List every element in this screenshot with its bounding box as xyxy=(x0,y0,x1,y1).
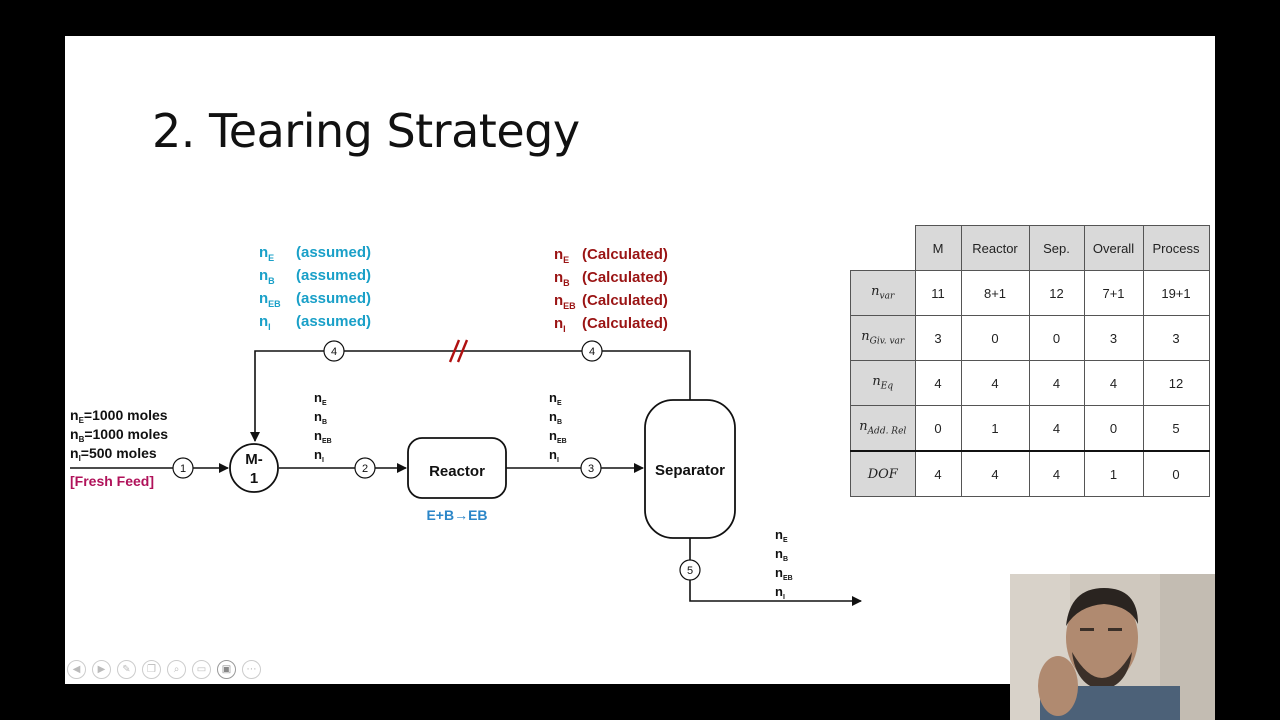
svg-text:nEB: nEB xyxy=(259,290,281,309)
dof-table: M Reactor Sep. Overall Process nvar 11 8… xyxy=(850,225,1210,497)
calculated-values-block: nE (Calculated) nB (Calculated) nEB (Cal… xyxy=(554,246,668,334)
slide: 2. Tearing Strategy M- 1 Reactor E+B→EB … xyxy=(65,36,1215,684)
separator-label: Separator xyxy=(655,462,725,479)
svg-text:4: 4 xyxy=(589,346,595,358)
webcam-overlay xyxy=(1010,574,1215,720)
col-sep: Sep. xyxy=(1028,225,1085,271)
svg-text:nEB: nEB xyxy=(549,428,567,445)
stream-3-components: nE nB nEB nI xyxy=(549,390,567,464)
presenter-video xyxy=(1010,574,1215,720)
row-label-dof: DOF xyxy=(850,450,916,497)
svg-text:nB: nB xyxy=(554,269,570,288)
col-process: Process xyxy=(1142,225,1210,271)
svg-text:nE=1000 moles: nE=1000 moles xyxy=(70,407,168,425)
more-icon[interactable]: ⋯ xyxy=(242,660,261,679)
reactor-unit xyxy=(407,437,507,499)
svg-text:nB: nB xyxy=(549,409,562,426)
forward-icon[interactable]: ▶ xyxy=(92,660,111,679)
svg-text:(assumed): (assumed) xyxy=(296,313,371,330)
svg-text:(Calculated): (Calculated) xyxy=(582,292,668,309)
stream-badge-2: 2 xyxy=(354,457,376,479)
reactor-label: Reactor xyxy=(429,463,485,480)
svg-text:nE: nE xyxy=(549,390,562,407)
stream-badge-3: 3 xyxy=(580,457,602,479)
tear-mark-icon xyxy=(448,339,469,363)
svg-text:nEB: nEB xyxy=(554,292,576,311)
copy-icon[interactable]: ❐ xyxy=(142,660,161,679)
svg-text:(Calculated): (Calculated) xyxy=(582,315,668,332)
subtitles-icon[interactable]: ▭ xyxy=(192,660,211,679)
fresh-feed-spec: nE=1000 moles nB=1000 moles nI=500 moles… xyxy=(70,407,168,489)
table-row: nEq 4 4 4 4 12 xyxy=(850,360,1210,406)
pen-icon[interactable]: ✎ xyxy=(117,660,136,679)
stream-5-line xyxy=(689,538,862,606)
svg-text:nB: nB xyxy=(259,267,275,286)
zoom-icon[interactable]: ⌕ xyxy=(167,660,186,679)
svg-text:nI: nI xyxy=(554,315,566,334)
svg-text:nE: nE xyxy=(314,390,327,407)
stream-2-components: nE nB nEB nI xyxy=(314,390,332,464)
svg-text:nE: nE xyxy=(554,246,569,265)
fresh-feed-label: [Fresh Feed] xyxy=(70,473,154,489)
svg-text:2: 2 xyxy=(362,463,368,475)
row-label-n-add-rel: nAdd. Rel xyxy=(850,405,916,452)
mixer-label-line2: 1 xyxy=(250,470,258,487)
row-label-n-giv-var: nGiv. var xyxy=(850,315,916,361)
stream-badge-4-assumed: 4 xyxy=(323,340,345,362)
svg-text:(Calculated): (Calculated) xyxy=(582,246,668,263)
svg-text:1: 1 xyxy=(180,463,186,475)
slideshow-toolbar: ◀ ▶ ✎ ❐ ⌕ ▭ ▣ ⋯ xyxy=(67,660,261,679)
row-label-n-eq: nEq xyxy=(850,360,916,406)
svg-text:nI: nI xyxy=(259,313,271,332)
stream-badge-4-calculated: 4 xyxy=(581,340,603,362)
svg-text:(assumed): (assumed) xyxy=(296,267,371,284)
svg-text:(assumed): (assumed) xyxy=(296,290,371,307)
slide-title: 2. Tearing Strategy xyxy=(152,104,580,158)
table-row: nvar 11 8+1 12 7+1 19+1 xyxy=(850,270,1210,316)
svg-text:nE: nE xyxy=(259,244,274,263)
col-overall: Overall xyxy=(1083,225,1144,271)
svg-text:5: 5 xyxy=(687,565,693,577)
stream-4-recycle-line xyxy=(250,350,691,442)
process-flow-diagram: M- 1 Reactor E+B→EB Separator 1 2 3 4 4 xyxy=(70,244,862,606)
separator-unit xyxy=(644,399,736,539)
col-reactor: Reactor xyxy=(960,225,1030,271)
svg-text:nEB: nEB xyxy=(314,428,332,445)
stream-5-components: nE nB nEB nI xyxy=(775,527,793,601)
table-row: nAdd. Rel 0 1 4 0 5 xyxy=(850,405,1210,452)
svg-text:4: 4 xyxy=(331,346,337,358)
row-label-n-var: nvar xyxy=(850,270,916,316)
table-row-dof: DOF 4 4 4 1 0 xyxy=(850,450,1210,497)
svg-text:nB=1000 moles: nB=1000 moles xyxy=(70,426,168,444)
svg-text:nB: nB xyxy=(775,546,788,563)
mixer-m1 xyxy=(229,443,279,493)
svg-text:(assumed): (assumed) xyxy=(296,244,371,261)
camera-icon[interactable]: ▣ xyxy=(217,660,236,679)
stream-badge-5: 5 xyxy=(679,559,701,581)
svg-text:nI: nI xyxy=(775,584,785,601)
table-row: nGiv. var 3 0 0 3 3 xyxy=(850,315,1210,361)
back-icon[interactable]: ◀ xyxy=(67,660,86,679)
svg-text:nE: nE xyxy=(775,527,788,544)
assumed-values-block: nE (assumed) nB (assumed) nEB (assumed) … xyxy=(259,244,371,332)
reaction-label: E+B→EB xyxy=(426,507,487,523)
svg-text:nI: nI xyxy=(549,447,559,464)
stream-badge-1: 1 xyxy=(172,457,194,479)
svg-text:nB: nB xyxy=(314,409,327,426)
mixer-label-line1: M- xyxy=(245,451,263,468)
col-m: M xyxy=(914,225,962,271)
svg-text:nI=500 moles: nI=500 moles xyxy=(70,445,157,463)
svg-text:nI: nI xyxy=(314,447,324,464)
svg-text:nEB: nEB xyxy=(775,565,793,582)
dof-table-header: M Reactor Sep. Overall Process xyxy=(850,225,1210,271)
svg-text:(Calculated): (Calculated) xyxy=(582,269,668,286)
svg-text:3: 3 xyxy=(588,463,594,475)
